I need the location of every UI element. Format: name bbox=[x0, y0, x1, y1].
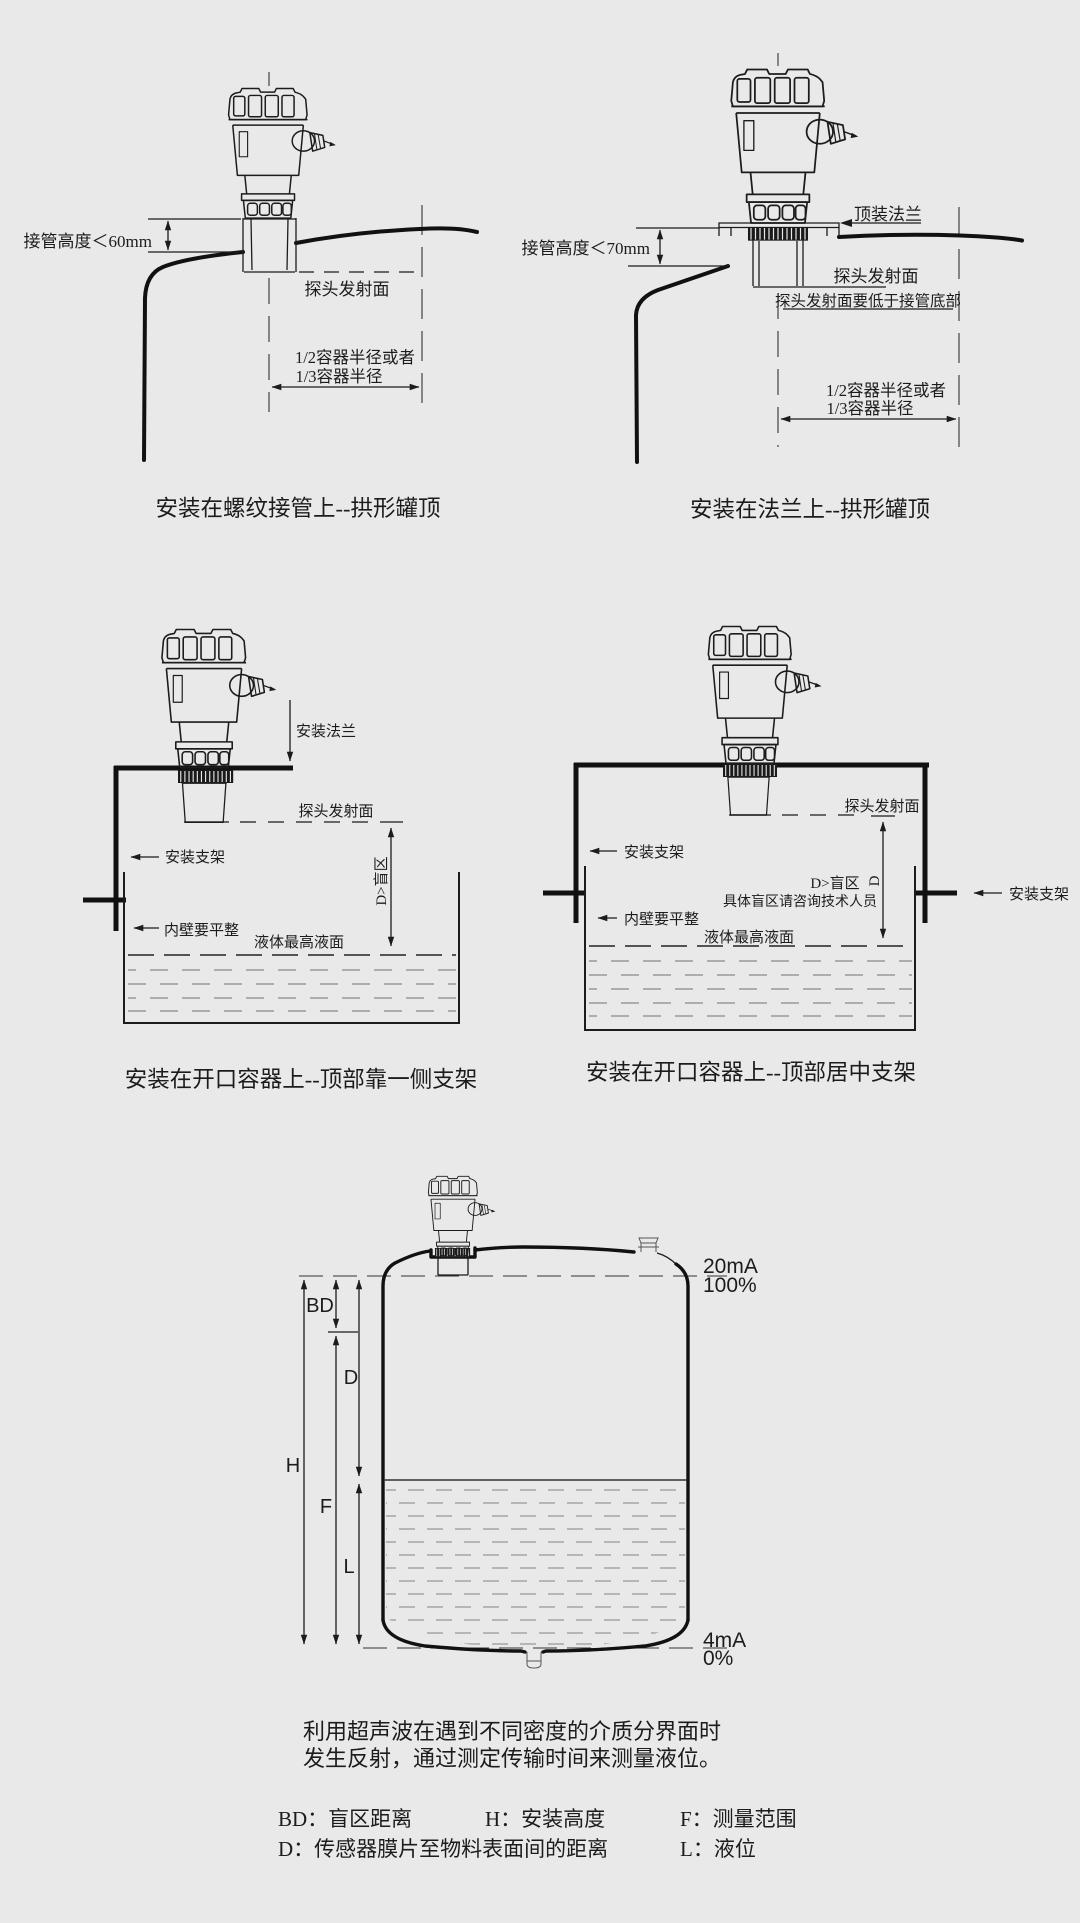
tank5-vent bbox=[638, 1237, 659, 1252]
diagram-measurement: BD D H F L 20mA 100% 4mA 0% bbox=[286, 1175, 758, 1670]
label-d: D bbox=[344, 1367, 358, 1389]
sensor-1 bbox=[227, 87, 337, 219]
sensor-5 bbox=[427, 1175, 496, 1258]
label-inner-wall-3: 内壁要平整 bbox=[164, 922, 239, 939]
sensor2-threads bbox=[747, 226, 809, 242]
sensor3-horn bbox=[180, 782, 228, 823]
diagram-thread-mount: 接管高度＜60mm 探头发射面 1/2容器半径或者 1/3容器半径 安装在螺纹接… bbox=[24, 72, 479, 521]
tank5-drain bbox=[526, 1652, 542, 1669]
tank3-liquid bbox=[128, 954, 456, 1012]
label-max-level-4: 液体最高液面 bbox=[704, 929, 794, 946]
tank5-bottom-left bbox=[381, 1618, 527, 1654]
description-line2: 发生反射，通过测定传输时间来测量液位。 bbox=[303, 1746, 721, 1771]
legend-block: BD：盲区距离 H：安装高度 F：测量范围 D：传感器膜片至物料表面间的距离 L… bbox=[278, 1807, 797, 1861]
tank1-nozzle bbox=[242, 218, 297, 272]
label-100pct: 100% bbox=[703, 1274, 757, 1297]
label-probe-face-4: 探头发射面 bbox=[844, 798, 919, 815]
caption-4: 安装在开口容器上--顶部居中支架 bbox=[586, 1060, 916, 1085]
legend-l: L：液位 bbox=[680, 1837, 756, 1861]
tank2-roof-left bbox=[634, 264, 730, 464]
label-nozzle-height-60: 接管高度＜60mm bbox=[24, 232, 152, 251]
diagram-open-vessel-side: 安装法兰 探头发射面 安装支架 内壁要平整 液体最高液面 D>盲区 安装在开口容… bbox=[83, 628, 478, 1092]
label-f: F bbox=[320, 1496, 332, 1518]
label-probe-face-2: 探头发射面 bbox=[834, 267, 919, 286]
label-nozzle-height-70: 接管高度＜70mm bbox=[522, 239, 650, 258]
legend-d: D：传感器膜片至物料表面间的距离 bbox=[278, 1837, 608, 1861]
label-mount-flange: 安装法兰 bbox=[296, 723, 356, 740]
label-radius2-2: 1/3容器半径 bbox=[826, 399, 913, 418]
label-bracket-4-left: 安装支架 bbox=[624, 844, 684, 861]
sensor-4 bbox=[707, 625, 823, 764]
label-inner-wall-4: 内壁要平整 bbox=[624, 911, 699, 928]
tank5-bottom-right bbox=[541, 1618, 690, 1654]
label-4ma: 4mA bbox=[703, 1629, 746, 1652]
label-bracket-4-right: 安装支架 bbox=[1009, 886, 1069, 903]
tank5-roof bbox=[473, 1245, 636, 1254]
tank1-roof-right bbox=[294, 226, 479, 245]
caption-1: 安装在螺纹接管上--拱形罐顶 bbox=[156, 496, 441, 521]
sensor4-threads bbox=[722, 763, 778, 778]
sensor-3 bbox=[161, 628, 278, 769]
label-0pct: 0% bbox=[703, 1647, 733, 1670]
label-l: L bbox=[343, 1556, 354, 1578]
legend-h: H：安装高度 bbox=[485, 1807, 605, 1831]
diagram-open-vessel-center: 探头发射面 安装支架 D>盲区 D 具体盲区请咨询技术人员 内壁要平整 液体最高… bbox=[543, 625, 1069, 1085]
label-blind-note: 具体盲区请咨询技术人员 bbox=[723, 893, 877, 910]
sensor-2 bbox=[730, 68, 860, 224]
label-h: H bbox=[286, 1455, 300, 1477]
tank5-left bbox=[381, 1249, 432, 1622]
tank2-nozzle bbox=[752, 240, 804, 286]
label-probe-note: 探头发射面要低于接管底部 bbox=[775, 292, 961, 310]
legend-f: F：测量范围 bbox=[680, 1807, 797, 1831]
label-blind-zone-3: D>盲区 bbox=[373, 856, 390, 905]
diagram-flange-mount: 顶装法兰 接管高度＜70mm 探头发射面 探头发射面要低于接管底部 1/2容器半… bbox=[522, 53, 1024, 522]
legend-bd: BD：盲区距离 bbox=[278, 1807, 412, 1831]
label-radius1-2: 1/2容器半径或者 bbox=[826, 381, 946, 400]
label-radius2-1: 1/3容器半径 bbox=[295, 367, 382, 386]
tank1-roof-left bbox=[142, 250, 245, 462]
tank2-roof-right bbox=[837, 232, 1024, 243]
description-line1: 利用超声波在遇到不同密度的介质分界面时 bbox=[303, 1719, 721, 1744]
description-block: 利用超声波在遇到不同密度的介质分界面时 发生反射，通过测定传输时间来测量液位。 bbox=[303, 1719, 721, 1771]
label-top-flange: 顶装法兰 bbox=[854, 205, 922, 224]
tank4-liquid bbox=[589, 945, 912, 1017]
label-probe-face-1: 探头发射面 bbox=[305, 280, 390, 299]
caption-3: 安装在开口容器上--顶部靠一侧支架 bbox=[125, 1067, 478, 1092]
sensor5-tube bbox=[437, 1257, 469, 1276]
label-bracket-3: 安装支架 bbox=[165, 849, 225, 866]
label-bd: BD bbox=[306, 1295, 334, 1317]
tank4-walls bbox=[584, 866, 916, 1031]
label-radius1-1: 1/2容器半径或者 bbox=[295, 348, 415, 367]
label-probe-face-3: 探头发射面 bbox=[298, 803, 373, 820]
label-max-level-3: 液体最高液面 bbox=[254, 934, 344, 951]
label-blind-d-4: D bbox=[867, 875, 883, 886]
label-blind-zone-4: D>盲区 bbox=[810, 875, 859, 892]
tank5-liquid bbox=[386, 1489, 685, 1645]
caption-2: 安装在法兰上--拱形罐顶 bbox=[690, 497, 930, 522]
sensor4-horn bbox=[726, 776, 771, 816]
label-20ma: 20mA bbox=[703, 1255, 758, 1278]
sensor3-threads bbox=[177, 769, 234, 784]
tank3-walls bbox=[123, 872, 460, 1024]
tank5-right bbox=[674, 1262, 690, 1622]
